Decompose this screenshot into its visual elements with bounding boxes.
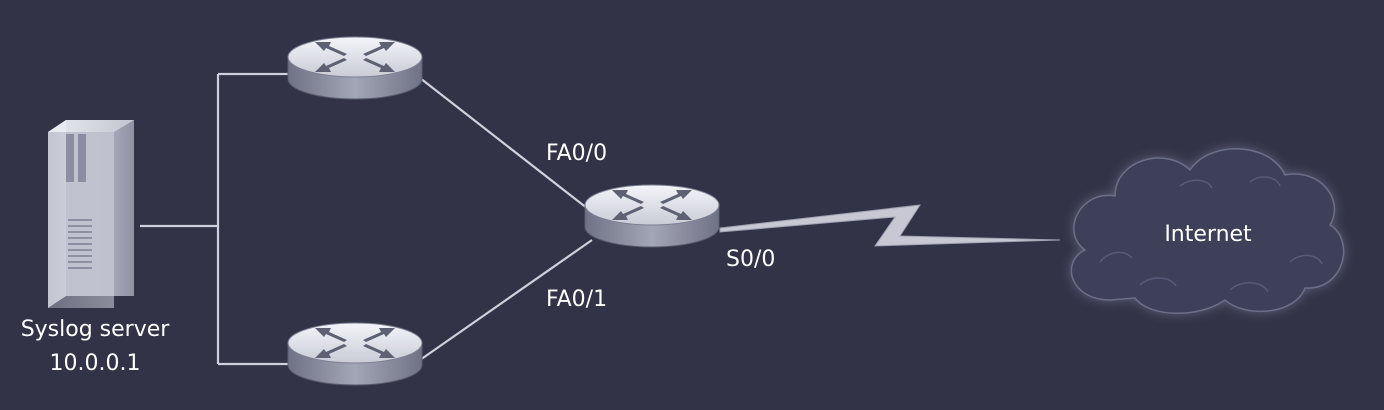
router-icon-bottom [287, 322, 423, 386]
interface-label-fa01: FA0/1 [546, 287, 607, 312]
links [140, 72, 593, 366]
link-bottom-router-core [419, 239, 593, 361]
interface-label-fa00: FA0/0 [546, 141, 607, 166]
link-top-router-core [419, 77, 593, 213]
server-name-label: Syslog server [21, 317, 171, 342]
serial-link-icon [719, 204, 1061, 247]
cloud-icon [1070, 148, 1345, 314]
server-ip-label: 10.0.0.1 [50, 351, 141, 376]
server-icon [48, 120, 134, 308]
router-icon-top [287, 36, 423, 100]
interface-label-s00: S0/0 [726, 247, 775, 272]
router-icon-core [584, 184, 720, 248]
cloud-label: Internet [1164, 222, 1252, 247]
